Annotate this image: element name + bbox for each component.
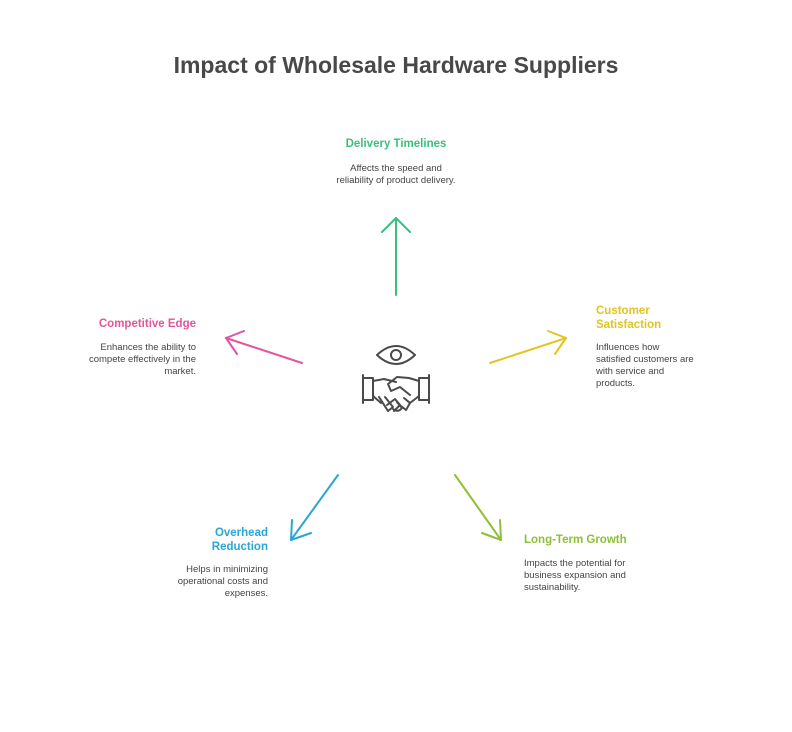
node-title-customer: Customer Satisfaction — [596, 305, 662, 331]
node-title-growth: Long-Term Growth — [524, 534, 627, 546]
node-title-delivery: Delivery Timelines — [345, 138, 447, 150]
arrow-competitive — [225, 330, 303, 364]
arrow-growth — [454, 474, 502, 541]
node-desc-overhead: Helps in minimizing operational costs an… — [177, 564, 268, 599]
node-desc-delivery: Affects the speed and reliability of pro… — [336, 163, 456, 186]
node-title-overhead: Overhead Reduction — [211, 527, 268, 553]
arrow-overhead — [290, 474, 339, 541]
diagram-title: Impact of Wholesale Hardware Suppliers — [173, 52, 619, 78]
arrow-customer — [489, 330, 567, 364]
arrow-delivery — [381, 217, 411, 296]
node-desc-growth: Impacts the potential for business expan… — [524, 558, 626, 593]
handshake-with-eye-icon — [362, 345, 430, 412]
node-desc-customer: Influences how satisfied customers are w… — [596, 342, 694, 389]
node-desc-competitive: Enhances the ability to compete effectiv… — [88, 342, 196, 377]
node-title-competitive: Competitive Edge — [98, 318, 196, 330]
